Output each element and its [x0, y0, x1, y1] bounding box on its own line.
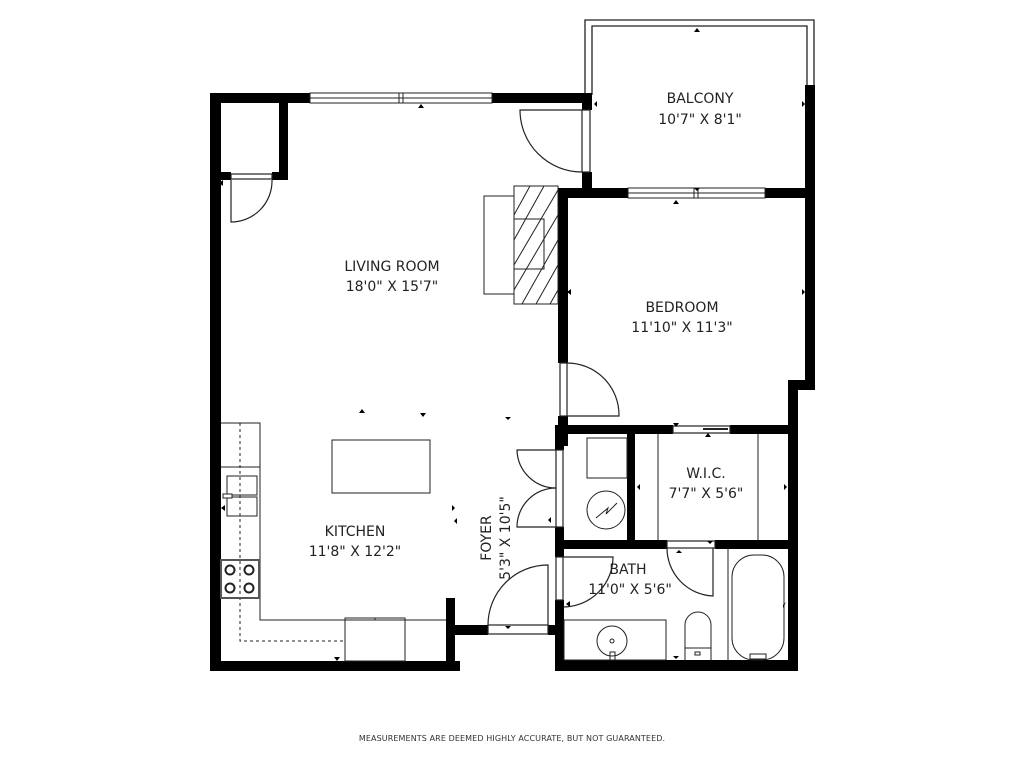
room-name: KITCHEN	[325, 524, 386, 540]
windows	[309, 92, 766, 199]
room-name: LIVING ROOM	[344, 259, 439, 275]
room-label-wic: W.I.C. 7'7" X 5'6"	[669, 466, 744, 502]
dimension-markers	[219, 28, 805, 661]
room-label-balcony: BALCONY 10'7" X 8'1"	[658, 91, 742, 128]
room-name: BEDROOM	[645, 300, 718, 316]
room-label-kitchen: KITCHEN 11'8" X 12'2"	[309, 524, 402, 560]
room-name: BATH	[609, 562, 646, 578]
doors	[230, 109, 731, 635]
room-dimensions: 11'10" X 11'3"	[631, 320, 732, 336]
disclaimer: MEASUREMENTS ARE DEEMED HIGHLY ACCURATE,…	[358, 734, 666, 743]
room-name: FOYER	[479, 515, 495, 561]
room-dimensions: 10'7" X 8'1"	[658, 112, 742, 128]
walls	[210, 85, 815, 671]
room-label-foyer: FOYER 5'3" X 10'5"	[479, 496, 514, 580]
room-dimensions: 7'7" X 5'6"	[669, 486, 744, 502]
room-dimensions: 5'3" X 10'5"	[498, 496, 514, 580]
fixtures	[220, 185, 785, 662]
room-dimensions: 11'8" X 12'2"	[309, 544, 402, 560]
room-dimensions: 18'0" X 15'7"	[346, 279, 439, 295]
room-name: W.I.C.	[686, 466, 726, 482]
room-label-bedroom: BEDROOM 11'10" X 11'3"	[631, 300, 732, 336]
room-dimensions: 11'0" X 5'6"	[588, 582, 672, 598]
room-label-bath: BATH 11'0" X 5'6"	[588, 562, 672, 598]
room-name: BALCONY	[667, 91, 734, 107]
room-label-living-room: LIVING ROOM 18'0" X 15'7"	[344, 259, 439, 295]
balcony-area	[584, 19, 815, 95]
